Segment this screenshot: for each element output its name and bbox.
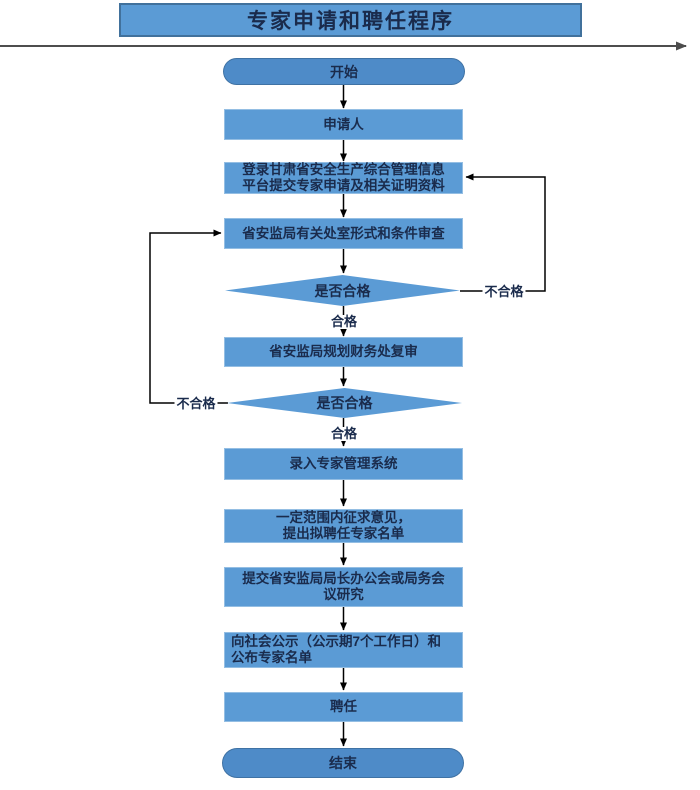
node-applicant: 申请人 [224,109,463,140]
node-solicit-opinions: 一定范围内征求意见， 提出拟聘任专家名单 [224,509,463,543]
node-public-notice: 向社会公示（公示期7个工作日）和 公布专家名单 [224,632,463,668]
node-start: 开始 [223,58,465,85]
node-finance-review: 省安监局规划财务处复审 [224,337,463,367]
edge-label-fail-2: 不合格 [174,396,218,411]
node-appointment: 聘任 [224,692,463,722]
node-submit-meeting: 提交省安监局局长办公会或局务会 议研究 [224,567,463,607]
edge-label-pass-1: 合格 [328,314,360,329]
page-title: 专家申请和聘任程序 [119,3,582,37]
node-form-review: 省安监局有关处室形式和条件审查 [224,218,463,249]
node-end: 结束 [222,748,464,778]
node-register-system: 录入专家管理系统 [224,448,463,480]
edge-label-pass-2: 合格 [328,426,360,441]
arrow-fail-decision2-formreview [149,229,228,404]
node-login-platform: 登录甘肃省安全生产综合管理信息 平台提交专家申请及相关证明资料 [224,162,463,194]
arrow-fail-decision1-login [460,173,546,292]
edge-label-fail-1: 不合格 [482,284,526,299]
